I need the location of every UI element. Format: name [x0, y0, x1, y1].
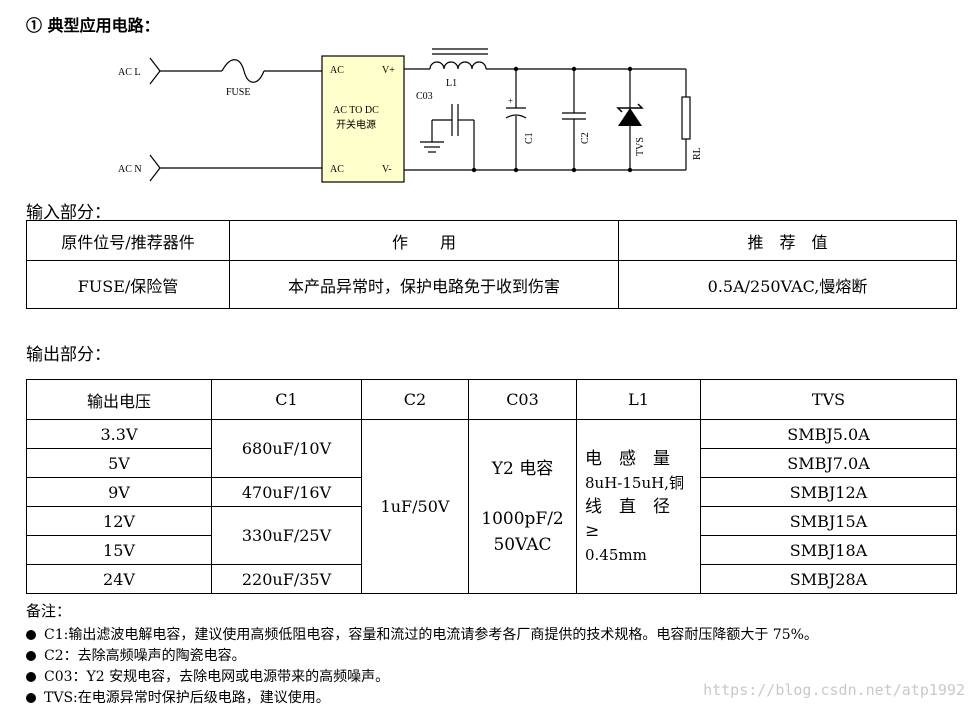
l1-label: L1 — [446, 78, 457, 89]
module-vminus-label: V- — [382, 164, 392, 175]
ac-n-label: AC N — [118, 164, 142, 175]
header-cell: C1 — [211, 379, 362, 420]
tvs-cell: SMBJ5.0A — [700, 419, 957, 449]
header-cell: L1 — [576, 379, 701, 420]
c1-cell: 220uF/35V — [211, 564, 362, 594]
table-header-row: 输出电压 C1 C2 C03 L1 TVS — [26, 379, 957, 420]
bullet-icon — [26, 630, 36, 640]
output-table: 输出电压 C1 C2 C03 L1 TVS 3.3V 680uF/10V 1uF… — [26, 379, 957, 594]
c03-line1: Y2 电容 — [491, 458, 554, 479]
table-row: FUSE/保险管 本产品异常时，保护电路免于收到伤害 0.5A/250VAC,慢… — [26, 260, 957, 309]
table-row: 5V SMBJ7.0A — [26, 448, 957, 478]
module-name-line2: 开关电源 — [336, 118, 376, 131]
ac-n-connector — [149, 154, 161, 182]
voltage-cell: 15V — [26, 535, 212, 565]
l1-line2: 8uH-15uH,铜 — [585, 473, 684, 492]
inductor-l1 — [429, 61, 487, 70]
note-text: C03：Y2 安规电容，去除电网或电源带来的高频噪声。 — [44, 669, 390, 685]
note-item: C1:输出滤波电解电容，建议使用高频低阻电容，容量和流过的电流请参考各厂商提供的… — [26, 624, 818, 644]
voltage-cell: 24V — [26, 564, 212, 594]
notes-title: 备注： — [26, 602, 72, 620]
c03-line3: 50VAC — [493, 534, 552, 555]
c1-cell: 680uF/10V — [211, 419, 362, 478]
bullet-icon — [26, 651, 36, 661]
voltage-cell: 5V — [26, 448, 212, 478]
bullet-icon — [26, 672, 36, 682]
table-row: 15V SMBJ18A — [26, 535, 957, 565]
ac-l-connector — [149, 57, 161, 85]
table-cell: 本产品异常时，保护电路免于收到伤害 — [229, 260, 619, 309]
c1-cell: 330uF/25V — [211, 506, 362, 565]
table-row: 24V 220uF/35V SMBJ28A — [26, 564, 957, 594]
voltage-cell: 9V — [26, 477, 212, 507]
table-cell: FUSE/保险管 — [26, 260, 230, 309]
note-text: C2：去除高频噪声的陶瓷电容。 — [44, 648, 246, 664]
table-cell: 0.5A/250VAC,慢熔断 — [618, 260, 957, 309]
tvs-cell: SMBJ15A — [700, 506, 957, 536]
header-cell: 作 用 — [229, 220, 619, 261]
table-row: 12V 330uF/25V SMBJ15A — [26, 506, 957, 565]
table-header-row: 原件位号/推荐器件 作 用 推 荐 值 — [26, 220, 957, 261]
note-item: C2：去除高频噪声的陶瓷电容。 — [26, 645, 246, 665]
note-item: C03：Y2 安规电容，去除电网或电源带来的高频噪声。 — [26, 666, 389, 686]
circuit-diagram: AC L AC N FUSE AC AC V+ V- AC TO DC 开关电源… — [118, 48, 703, 183]
module-vplus-label: V+ — [382, 65, 395, 76]
fuse-label: FUSE — [226, 87, 250, 98]
header-cell: 推 荐 值 — [618, 220, 957, 261]
section-title: ① 典型应用电路： — [26, 16, 160, 35]
header-cell: C03 — [468, 379, 577, 420]
tvs-cell: SMBJ18A — [700, 535, 957, 565]
fuse-symbol — [221, 59, 265, 83]
note-text: C1:输出滤波电解电容，建议使用高频低阻电容，容量和流过的电流请参考各厂商提供的… — [44, 627, 818, 643]
c1-polarity: + — [508, 96, 513, 106]
input-section-title: 输入部分： — [26, 203, 111, 223]
module-ac-bottom-label: AC — [330, 164, 344, 175]
module-ac-top-label: AC — [330, 65, 344, 76]
l1-line4: 0.45mm — [585, 545, 647, 564]
header-cell: C2 — [361, 379, 469, 420]
tvs-cell: SMBJ7.0A — [700, 448, 957, 478]
header-cell: 输出电压 — [26, 379, 212, 420]
ac-dc-module — [321, 55, 405, 183]
bullet-icon — [26, 693, 36, 703]
note-item: TVS:在电源异常时保护后级电路，建议使用。 — [26, 687, 330, 707]
c03-cell: Y2 电容 1000pF/2 50VAC — [468, 419, 577, 594]
table-row: 3.3V 680uF/10V 1uF/50V Y2 电容 1000pF/2 50… — [26, 419, 957, 594]
voltage-cell: 3.3V — [26, 419, 212, 449]
ac-l-label: AC L — [118, 67, 141, 78]
table-row: 9V 470uF/16V SMBJ12A — [26, 477, 957, 507]
tvs-label: TVS — [635, 137, 646, 156]
input-table: 原件位号/推荐器件 作 用 推 荐 值 FUSE/保险管 本产品异常时，保护电路… — [26, 220, 957, 309]
l1-line1: 电 感 量 — [585, 448, 670, 469]
c2-cell: 1uF/50V — [361, 419, 469, 594]
l1-line3: 线 直 径 ≥ — [585, 496, 687, 541]
c2-label: C2 — [580, 132, 591, 144]
voltage-cell: 12V — [26, 506, 212, 536]
note-text: TVS:在电源异常时保护后级电路，建议使用。 — [44, 690, 330, 706]
tvs-cell: SMBJ28A — [700, 564, 957, 594]
c1-cell: 470uF/16V — [211, 477, 362, 507]
header-cell: TVS — [700, 379, 957, 420]
header-cell: 原件位号/推荐器件 — [26, 220, 230, 261]
c1-label: C1 — [524, 132, 535, 144]
watermark: https://blog.csdn.net/atp1992 — [703, 681, 965, 699]
output-section-title: 输出部分： — [26, 345, 111, 365]
l1-cell: 电 感 量 8uH-15uH,铜 线 直 径 ≥ 0.45mm — [576, 419, 701, 594]
rl-label: RL — [692, 147, 703, 160]
tvs-cell: SMBJ12A — [700, 477, 957, 507]
module-name-line1: AC TO DC — [333, 105, 379, 116]
c03-line2: 1000pF/2 — [481, 508, 564, 529]
c03-label: C03 — [416, 91, 433, 102]
